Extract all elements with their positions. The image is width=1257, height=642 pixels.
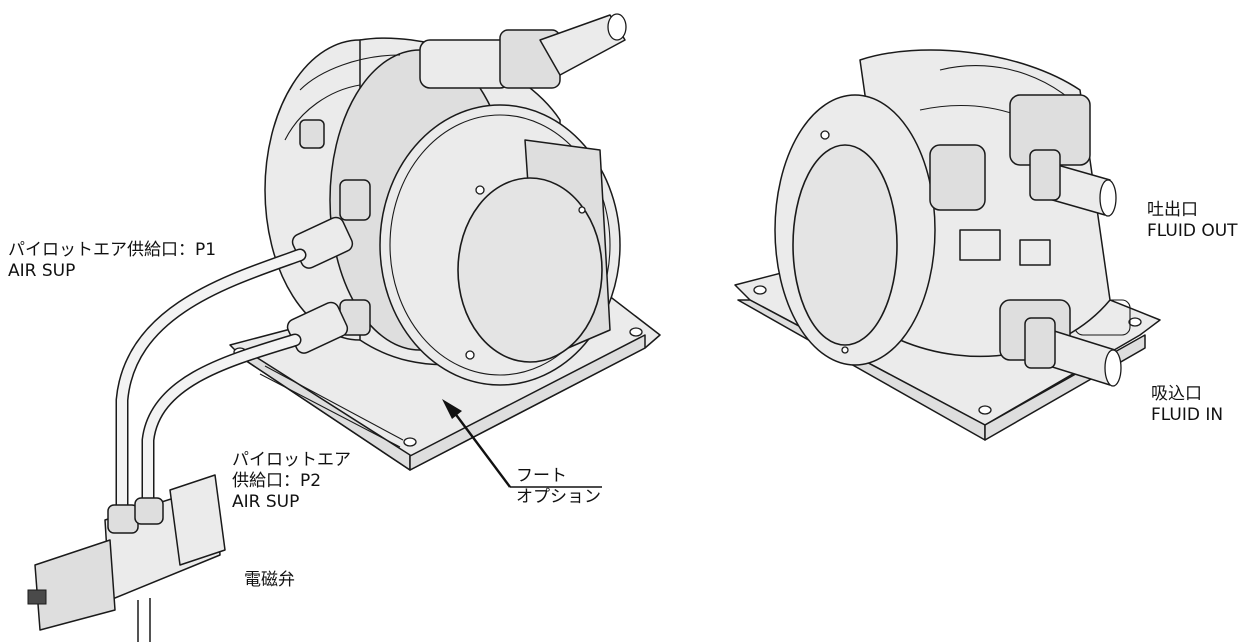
arrowhead-icon bbox=[442, 399, 462, 419]
left-top-manifold bbox=[419, 13, 627, 89]
solenoid-valve-text: 電磁弁 bbox=[244, 570, 295, 590]
fluid-in-pipe bbox=[1024, 317, 1122, 387]
left-pilot-fittings bbox=[286, 216, 354, 354]
left-pump bbox=[27, 13, 661, 642]
pilot-air-p1-line1: パイロットエア供給口：P1 bbox=[8, 240, 217, 260]
fluid-in-jp: 吸込口 bbox=[1151, 384, 1202, 404]
option-label: オプション bbox=[516, 487, 601, 507]
pilot-air-p2-line3: AIR SUP bbox=[232, 492, 300, 512]
fluid-out-pipe bbox=[1029, 149, 1117, 217]
solenoid-valve-label: 電磁弁 bbox=[244, 570, 295, 591]
solenoid-valve-assembly bbox=[27, 474, 226, 642]
pilot-air-p1-label: パイロットエア供給口：P1 AIR SUP bbox=[8, 240, 216, 282]
fluid-out-en: FLUID OUT bbox=[1147, 221, 1238, 241]
fluid-out-jp: 吐出口 bbox=[1147, 200, 1198, 220]
fluid-out-label: 吐出口 FLUID OUT bbox=[1147, 200, 1238, 242]
pilot-air-tubes bbox=[115, 248, 307, 522]
fluid-in-en: FLUID IN bbox=[1151, 405, 1224, 425]
right-pump bbox=[734, 49, 1161, 441]
foot-option-callout bbox=[442, 399, 602, 488]
pilot-air-p2-line2: 供給口：P2 bbox=[232, 471, 322, 491]
foot-label: フート bbox=[516, 466, 567, 486]
pilot-air-p1-line2: AIR SUP bbox=[8, 261, 76, 281]
pilot-air-p2-label: パイロットエア 供給口：P2 AIR SUP bbox=[232, 450, 351, 513]
fluid-in-label: 吸込口 FLUID IN bbox=[1151, 384, 1223, 426]
right-pump-body bbox=[774, 49, 1111, 366]
pilot-air-p2-line1: パイロットエア bbox=[232, 450, 351, 470]
foot-option-label: フート オプション bbox=[516, 466, 601, 508]
